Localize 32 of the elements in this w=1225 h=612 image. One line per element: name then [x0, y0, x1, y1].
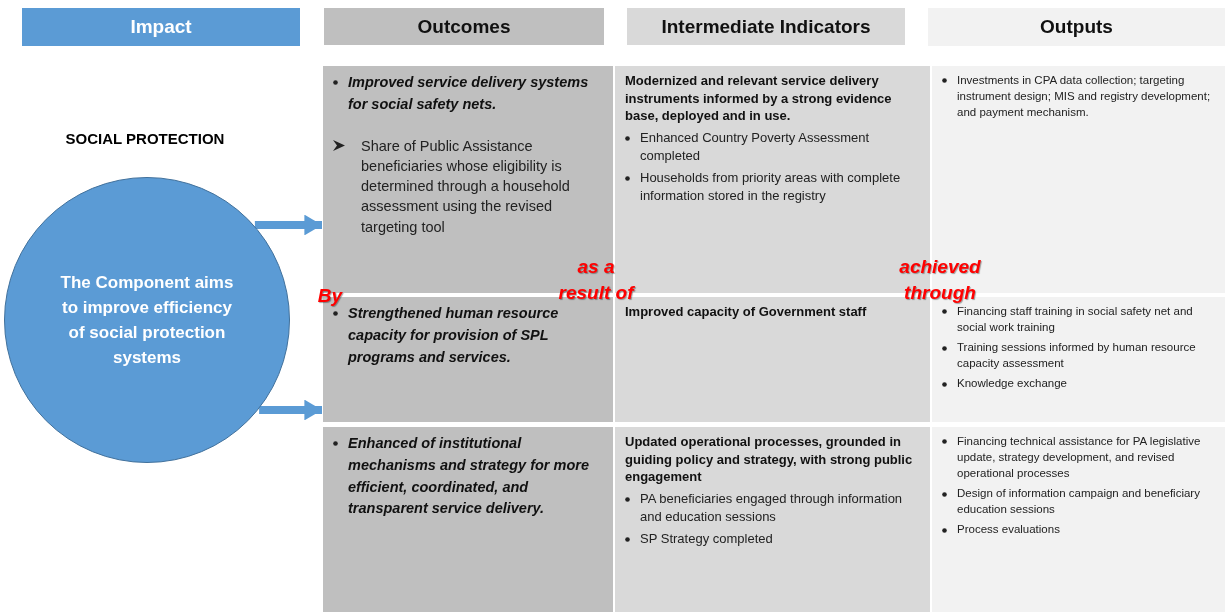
indicator-heading: Modernized and relevant service delivery instruments informed by a strong evidence base, deployed and in use. [625, 72, 893, 125]
connector-phrase: as a result of [557, 255, 636, 305]
bullet-text: Training sessions informed by human resource capacity assessment [957, 340, 1197, 372]
bullet-text: PA beneficiaries engaged through information and education sessions [640, 489, 904, 526]
bullet-text: Financing staff training in social safety net and social work training [957, 304, 1194, 336]
outcome-text: Improved service delivery systems for social safety nets. [348, 73, 590, 114]
indicator-heading: Updated operational processes, grounded in guiding policy and strategy, with strong public engagement [625, 433, 914, 486]
bullet-text: Knowledge exchange [957, 376, 1067, 392]
table-cell [932, 427, 1225, 612]
bullet-text: Financing technical assistance for PA legislative update, strategy development, and revised operational processes [957, 434, 1202, 482]
bullet-text: SP Strategy completed [640, 530, 773, 548]
indicator-text: Share of Public Assistance beneficiaries whose eligibility is determined through a household assessment using the revised targeting tool [361, 136, 571, 237]
arrow [254, 214, 322, 236]
section-label: SOCIAL PROTECTION [64, 130, 226, 147]
bullet-text: Investments in CPA data collection; targeting instrument design; MIS and registry development; and payment mechanism. [957, 73, 1212, 121]
indicator-heading: Improved capacity of Government staff [625, 303, 867, 321]
connector-phrase: achieved through [898, 255, 982, 305]
outcome-text: Enhanced of institutional mechanisms and strategy for more efficient, coordinated, and transparent service delivery. [348, 434, 590, 519]
bullet-text: Process evaluations [957, 522, 1060, 538]
connector-phrase: By [316, 284, 344, 308]
bullet-text: Enhanced Country Poverty Assessment completed [640, 128, 871, 165]
arrow [259, 399, 322, 421]
bullet-text: Households from priority areas with complete information stored in the registry [640, 169, 902, 206]
column-header: Outputs [928, 8, 1225, 46]
impact-statement: The Component aims to improve efficiency of social protection systems [59, 272, 235, 369]
column-header: Outcomes [324, 8, 604, 45]
table-cell [615, 427, 930, 612]
column-header: Impact [22, 8, 300, 46]
table-cell [323, 427, 613, 612]
column-header: Intermediate Indicators [627, 8, 905, 45]
outcome-text: Strengthened human resource capacity for provision of SPL programs and services. [348, 304, 560, 367]
bullet-text: Design of information campaign and beneficiary education sessions [957, 486, 1201, 518]
